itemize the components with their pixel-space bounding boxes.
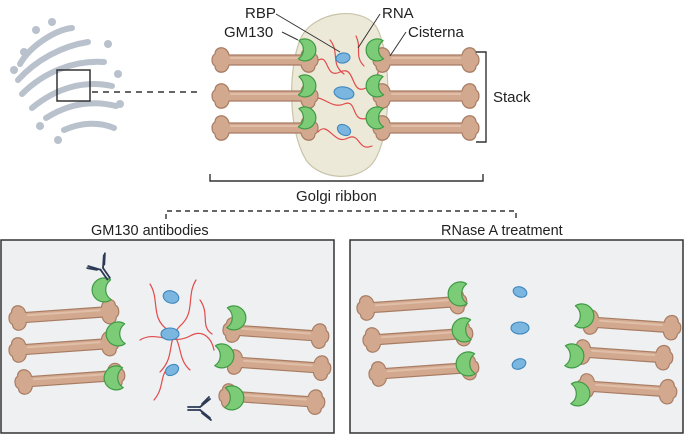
golgi-icon-vesicle bbox=[48, 18, 56, 26]
golgi-ribbon-top-view bbox=[211, 13, 480, 177]
left-panel-gm130-6 bbox=[224, 385, 245, 411]
cisterna-right-3 bbox=[372, 115, 480, 141]
golgi-icon-vesicle bbox=[54, 136, 62, 144]
left-panel-cisterna-right-3 bbox=[218, 383, 326, 415]
gm130-left-3 bbox=[297, 106, 317, 130]
gm130-label: GM130 bbox=[224, 24, 274, 41]
golgi-icon-cisterna bbox=[15, 39, 91, 83]
left-panel-rbp-2 bbox=[160, 327, 180, 341]
golgi-icon-cisterna bbox=[29, 81, 115, 111]
golgi-icon-vesicle bbox=[20, 48, 28, 56]
stack-bracket bbox=[476, 51, 487, 143]
left-panel-rbp-3 bbox=[164, 363, 180, 377]
stack-label: Stack bbox=[493, 89, 531, 106]
cisterna-right-1 bbox=[372, 47, 480, 73]
right-panel-title: RNase A treatment bbox=[441, 223, 563, 239]
golgi-ribbon-label: Golgi ribbon bbox=[296, 188, 377, 205]
golgi-icon-vesicle bbox=[104, 40, 112, 48]
rna-strand bbox=[355, 35, 365, 67]
golgi-icon-cisterna bbox=[17, 25, 75, 67]
rbp-top-3 bbox=[336, 123, 352, 137]
left-panel-gm130-1 bbox=[91, 277, 112, 303]
rna-strand bbox=[329, 39, 345, 75]
left-panel-rbp-1 bbox=[162, 290, 180, 304]
rbp-top-2 bbox=[333, 86, 355, 100]
left-panel-cisterna-right-1 bbox=[222, 317, 330, 349]
right-panel-rbp-2 bbox=[510, 321, 530, 335]
right-panel-cisterna-right-3 bbox=[576, 373, 678, 405]
split-connector bbox=[165, 210, 517, 219]
rnase-panel-art bbox=[356, 281, 682, 407]
right-panel-gm130-4 bbox=[574, 303, 595, 329]
cisterna-pointer bbox=[389, 31, 407, 57]
gm130-right-3 bbox=[365, 106, 385, 130]
rbp-pointer bbox=[275, 13, 341, 53]
left-panel-gm130-3 bbox=[103, 365, 124, 391]
cisterna-label: Cisterna bbox=[408, 24, 464, 41]
golgi-icon-cisterna bbox=[61, 120, 117, 133]
right-panel-gm130-1 bbox=[447, 281, 468, 307]
rbp-top-1 bbox=[335, 52, 351, 64]
left-panel-title: GM130 antibodies bbox=[91, 223, 209, 239]
left-panel-gm130-5 bbox=[214, 343, 235, 369]
left-panel-gm130-4 bbox=[226, 305, 247, 331]
left-panel-gm130-2 bbox=[105, 321, 126, 347]
golgi-icon-vesicle bbox=[32, 26, 40, 34]
rbp-label: RBP bbox=[245, 5, 276, 22]
rna-strand bbox=[199, 299, 213, 335]
right-panel-rbp-1 bbox=[512, 286, 528, 298]
left-panel-cisterna-left-1 bbox=[8, 298, 120, 331]
right-panel-gm130-2 bbox=[451, 317, 472, 343]
rna-strand bbox=[317, 128, 373, 148]
golgi-icon-vesicle bbox=[114, 70, 122, 78]
gm130-left-1 bbox=[297, 38, 317, 62]
golgi-icon-vesicle bbox=[36, 122, 44, 130]
golgi-icon-vesicle bbox=[116, 100, 124, 108]
rna-strand bbox=[159, 279, 197, 373]
rna-label: RNA bbox=[382, 5, 414, 22]
golgi-icon-cisterna bbox=[19, 58, 107, 97]
antibody-icon-top bbox=[86, 252, 111, 281]
zoom-box bbox=[56, 69, 91, 102]
golgi-ribbon-bracket bbox=[209, 174, 484, 182]
golgi-icon-cisterna bbox=[43, 100, 119, 121]
gm130-right-1 bbox=[365, 38, 385, 62]
right-panel-gm130-3 bbox=[455, 351, 476, 377]
right-panel-gm130-5 bbox=[564, 343, 585, 369]
right-panel-rbp-3 bbox=[511, 358, 527, 370]
golgi-organelle-icon bbox=[10, 18, 124, 144]
gm130-pointer bbox=[281, 31, 299, 41]
golgi-icon-vesicle bbox=[10, 66, 18, 74]
gm130-right-2 bbox=[365, 74, 385, 98]
gm130-left-2 bbox=[297, 74, 317, 98]
antibody-icon-bottom bbox=[187, 396, 212, 421]
right-panel-gm130-6 bbox=[570, 381, 591, 407]
rna-strand bbox=[139, 332, 215, 351]
cisterna-right-2 bbox=[372, 83, 480, 109]
gm130-antibody-panel-art bbox=[8, 252, 332, 421]
right-panel-cisterna-left-1 bbox=[356, 288, 468, 321]
rna-pointer bbox=[357, 13, 381, 49]
